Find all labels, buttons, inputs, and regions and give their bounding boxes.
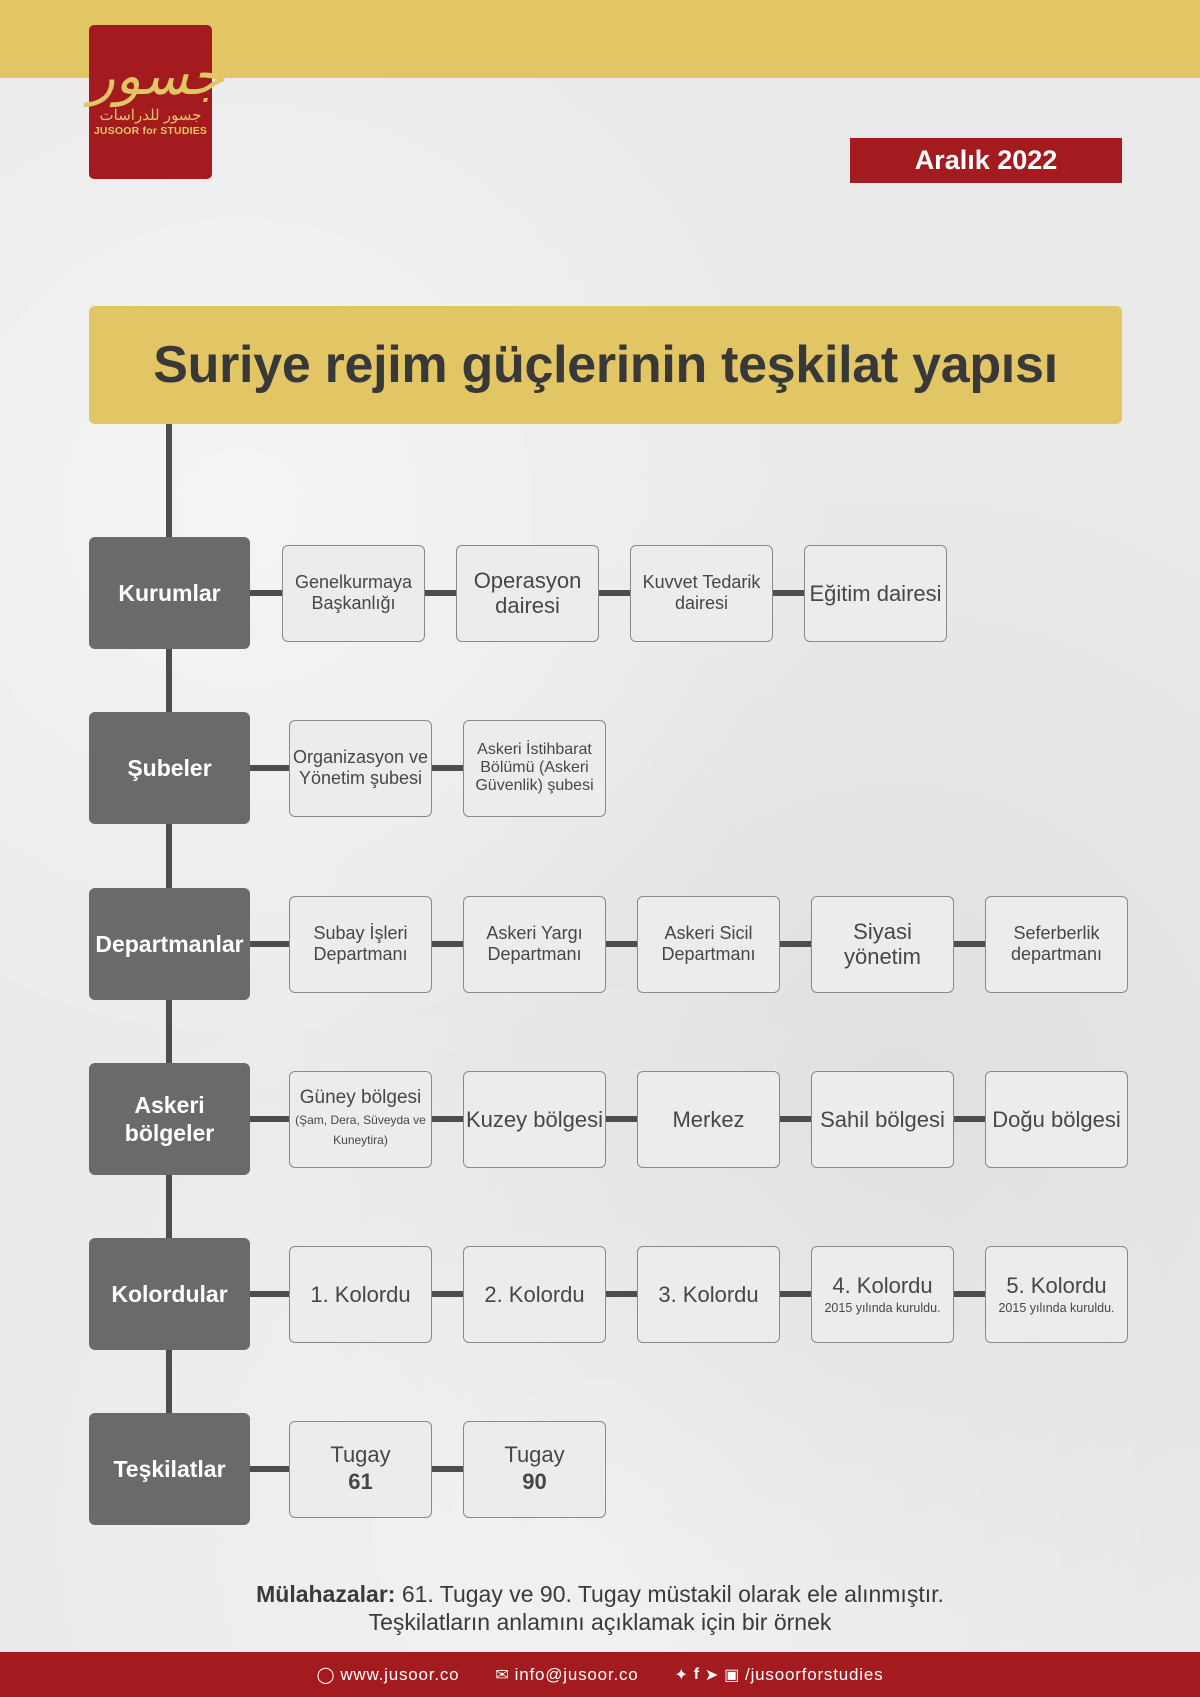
footer-social[interactable]: ✦ f ➤ ▣ /jusoorforstudies bbox=[675, 1665, 884, 1685]
node-4-4: Sahil bölgesi bbox=[811, 1070, 954, 1168]
node-label: Güney bölgesi bbox=[299, 1087, 422, 1108]
node-label: Askeri Sicil Departmanı bbox=[661, 923, 756, 964]
node-label: Kuzey bölgesi bbox=[466, 1106, 603, 1132]
node-label: Kuvvet Tedarik dairesi bbox=[642, 572, 761, 613]
node-number: 61 bbox=[348, 1468, 373, 1494]
node-1-4: Eğitim dairesi bbox=[804, 544, 947, 642]
node-label: Tugay bbox=[330, 1441, 391, 1467]
node-label: Eğitim dairesi bbox=[809, 580, 942, 606]
node-label: 1. Kolordu bbox=[310, 1281, 411, 1307]
node-label: Genelkurmaya Başkanlığı bbox=[294, 572, 413, 613]
node-label: Askeri İstihbarat Bölümü (Askeri Güvenli… bbox=[475, 741, 594, 794]
node-label: Organizasyon ve Yönetim şubesi bbox=[292, 747, 429, 788]
remarks-text: 61. Tugay ve 90. Tugay müstakil olarak e… bbox=[401, 1581, 944, 1607]
footer-website[interactable]: ◯ www.jusoor.co bbox=[317, 1665, 460, 1685]
logo-calligraphy: جسور bbox=[89, 44, 225, 107]
node-label: 5. Kolordu bbox=[1006, 1272, 1107, 1298]
title-banner: Suriye rejim güçlerinin teşkilat yapısı bbox=[89, 306, 1122, 424]
footer-social-text: /jusoorforstudies bbox=[745, 1664, 884, 1684]
remarks: Mülahazalar: 61. Tugay ve 90. Tugay müst… bbox=[0, 1580, 1200, 1636]
node-1-3: Kuvvet Tedarik dairesi bbox=[630, 544, 773, 642]
category-2: Şubeler bbox=[89, 712, 250, 824]
telegram-icon: ➤ bbox=[704, 1666, 720, 1684]
remarks-line2: Teşkilatların anlamını açıklamak için bi… bbox=[368, 1609, 832, 1635]
node-3-1: Subay İşleri Departmanı bbox=[289, 895, 432, 993]
footer-email[interactable]: ✉ info@jusoor.co bbox=[495, 1665, 638, 1685]
node-5-4: 4. Kolordu 2015 yılında kuruldu. bbox=[811, 1245, 954, 1343]
node-4-1: Güney bölgesi (Şam, Dera, Süveyda ve Kune… bbox=[289, 1070, 432, 1168]
node-label: Sahil bölgesi bbox=[820, 1106, 945, 1132]
node-4-3: Merkez bbox=[637, 1070, 780, 1168]
node-5-1: 1. Kolordu bbox=[289, 1245, 432, 1343]
node-label: Seferberlik departmanı bbox=[1010, 923, 1103, 964]
node-1-2: Operasyon dairesi bbox=[456, 544, 599, 642]
node-5-5: 5. Kolordu 2015 yılında kuruldu. bbox=[985, 1245, 1128, 1343]
footer-bar: ◯ www.jusoor.co ✉ info@jusoor.co ✦ f ➤ ▣… bbox=[0, 1652, 1200, 1697]
node-number: 90 bbox=[522, 1468, 547, 1494]
node-label: Tugay bbox=[504, 1441, 565, 1467]
node-label: Operasyon dairesi bbox=[473, 568, 582, 618]
node-label: Subay İşleri Departmanı bbox=[313, 923, 408, 964]
instagram-icon: ▣ bbox=[724, 1666, 741, 1684]
category-6: Teşkilatlar bbox=[89, 1413, 250, 1525]
logo-arabic-text: جسور للدراسات bbox=[99, 107, 202, 124]
page-title: Suriye rejim güçlerinin teşkilat yapısı bbox=[153, 336, 1058, 394]
jusoor-logo: جسور جسور للدراسات JUSOOR for STUDIES bbox=[89, 25, 225, 179]
node-label: 3. Kolordu bbox=[658, 1281, 759, 1307]
node-4-2: Kuzey bölgesi bbox=[463, 1070, 606, 1168]
node-1-1: Genelkurmaya Başkanlığı bbox=[282, 544, 425, 642]
node-5-3: 3. Kolordu bbox=[637, 1245, 780, 1343]
category-4: Askeri bölgeler bbox=[89, 1063, 250, 1175]
node-3-4: Siyasi yönetim bbox=[811, 895, 954, 993]
category-3: Departmanlar bbox=[89, 888, 250, 1000]
node-label: Doğu bölgesi bbox=[992, 1106, 1121, 1132]
node-note: (Şam, Dera, Süveyda ve Kuneytira) bbox=[295, 1113, 426, 1147]
date-badge: Aralık 2022 bbox=[850, 138, 1122, 183]
facebook-icon: f bbox=[693, 1665, 700, 1683]
node-3-3: Askeri Sicil Departmanı bbox=[637, 895, 780, 993]
footer-email-text: info@jusoor.co bbox=[514, 1664, 639, 1684]
twitter-icon: ✦ bbox=[674, 1666, 689, 1684]
remarks-label: Mülahazalar: bbox=[256, 1581, 396, 1607]
node-label: Siyasi yönetim bbox=[843, 919, 922, 969]
node-3-2: Askeri Yargı Departmanı bbox=[463, 895, 606, 993]
node-note: 2015 yılında kuruldu. bbox=[824, 1300, 941, 1315]
category-1: Kurumlar bbox=[89, 537, 250, 649]
node-2-1: Organizasyon ve Yönetim şubesi bbox=[289, 719, 432, 817]
node-note: 2015 yılında kuruldu. bbox=[998, 1300, 1115, 1315]
category-5: Kolordular bbox=[89, 1238, 250, 1350]
footer-website-text: www.jusoor.co bbox=[340, 1664, 460, 1684]
node-5-2: 2. Kolordu bbox=[463, 1245, 606, 1343]
node-4-5: Doğu bölgesi bbox=[985, 1070, 1128, 1168]
globe-icon: ◯ bbox=[316, 1666, 336, 1684]
node-2-2: Askeri İstihbarat Bölümü (Askeri Güvenli… bbox=[463, 719, 606, 817]
node-label: 2. Kolordu bbox=[484, 1281, 585, 1307]
node-label: Askeri Yargı Departmanı bbox=[486, 923, 583, 964]
logo-latin-text: JUSOOR for STUDIES bbox=[93, 125, 208, 137]
node-3-5: Seferberlik departmanı bbox=[985, 895, 1128, 993]
node-label: Merkez bbox=[672, 1106, 745, 1132]
node-label: 4. Kolordu bbox=[832, 1272, 933, 1298]
mail-icon: ✉ bbox=[495, 1666, 510, 1684]
